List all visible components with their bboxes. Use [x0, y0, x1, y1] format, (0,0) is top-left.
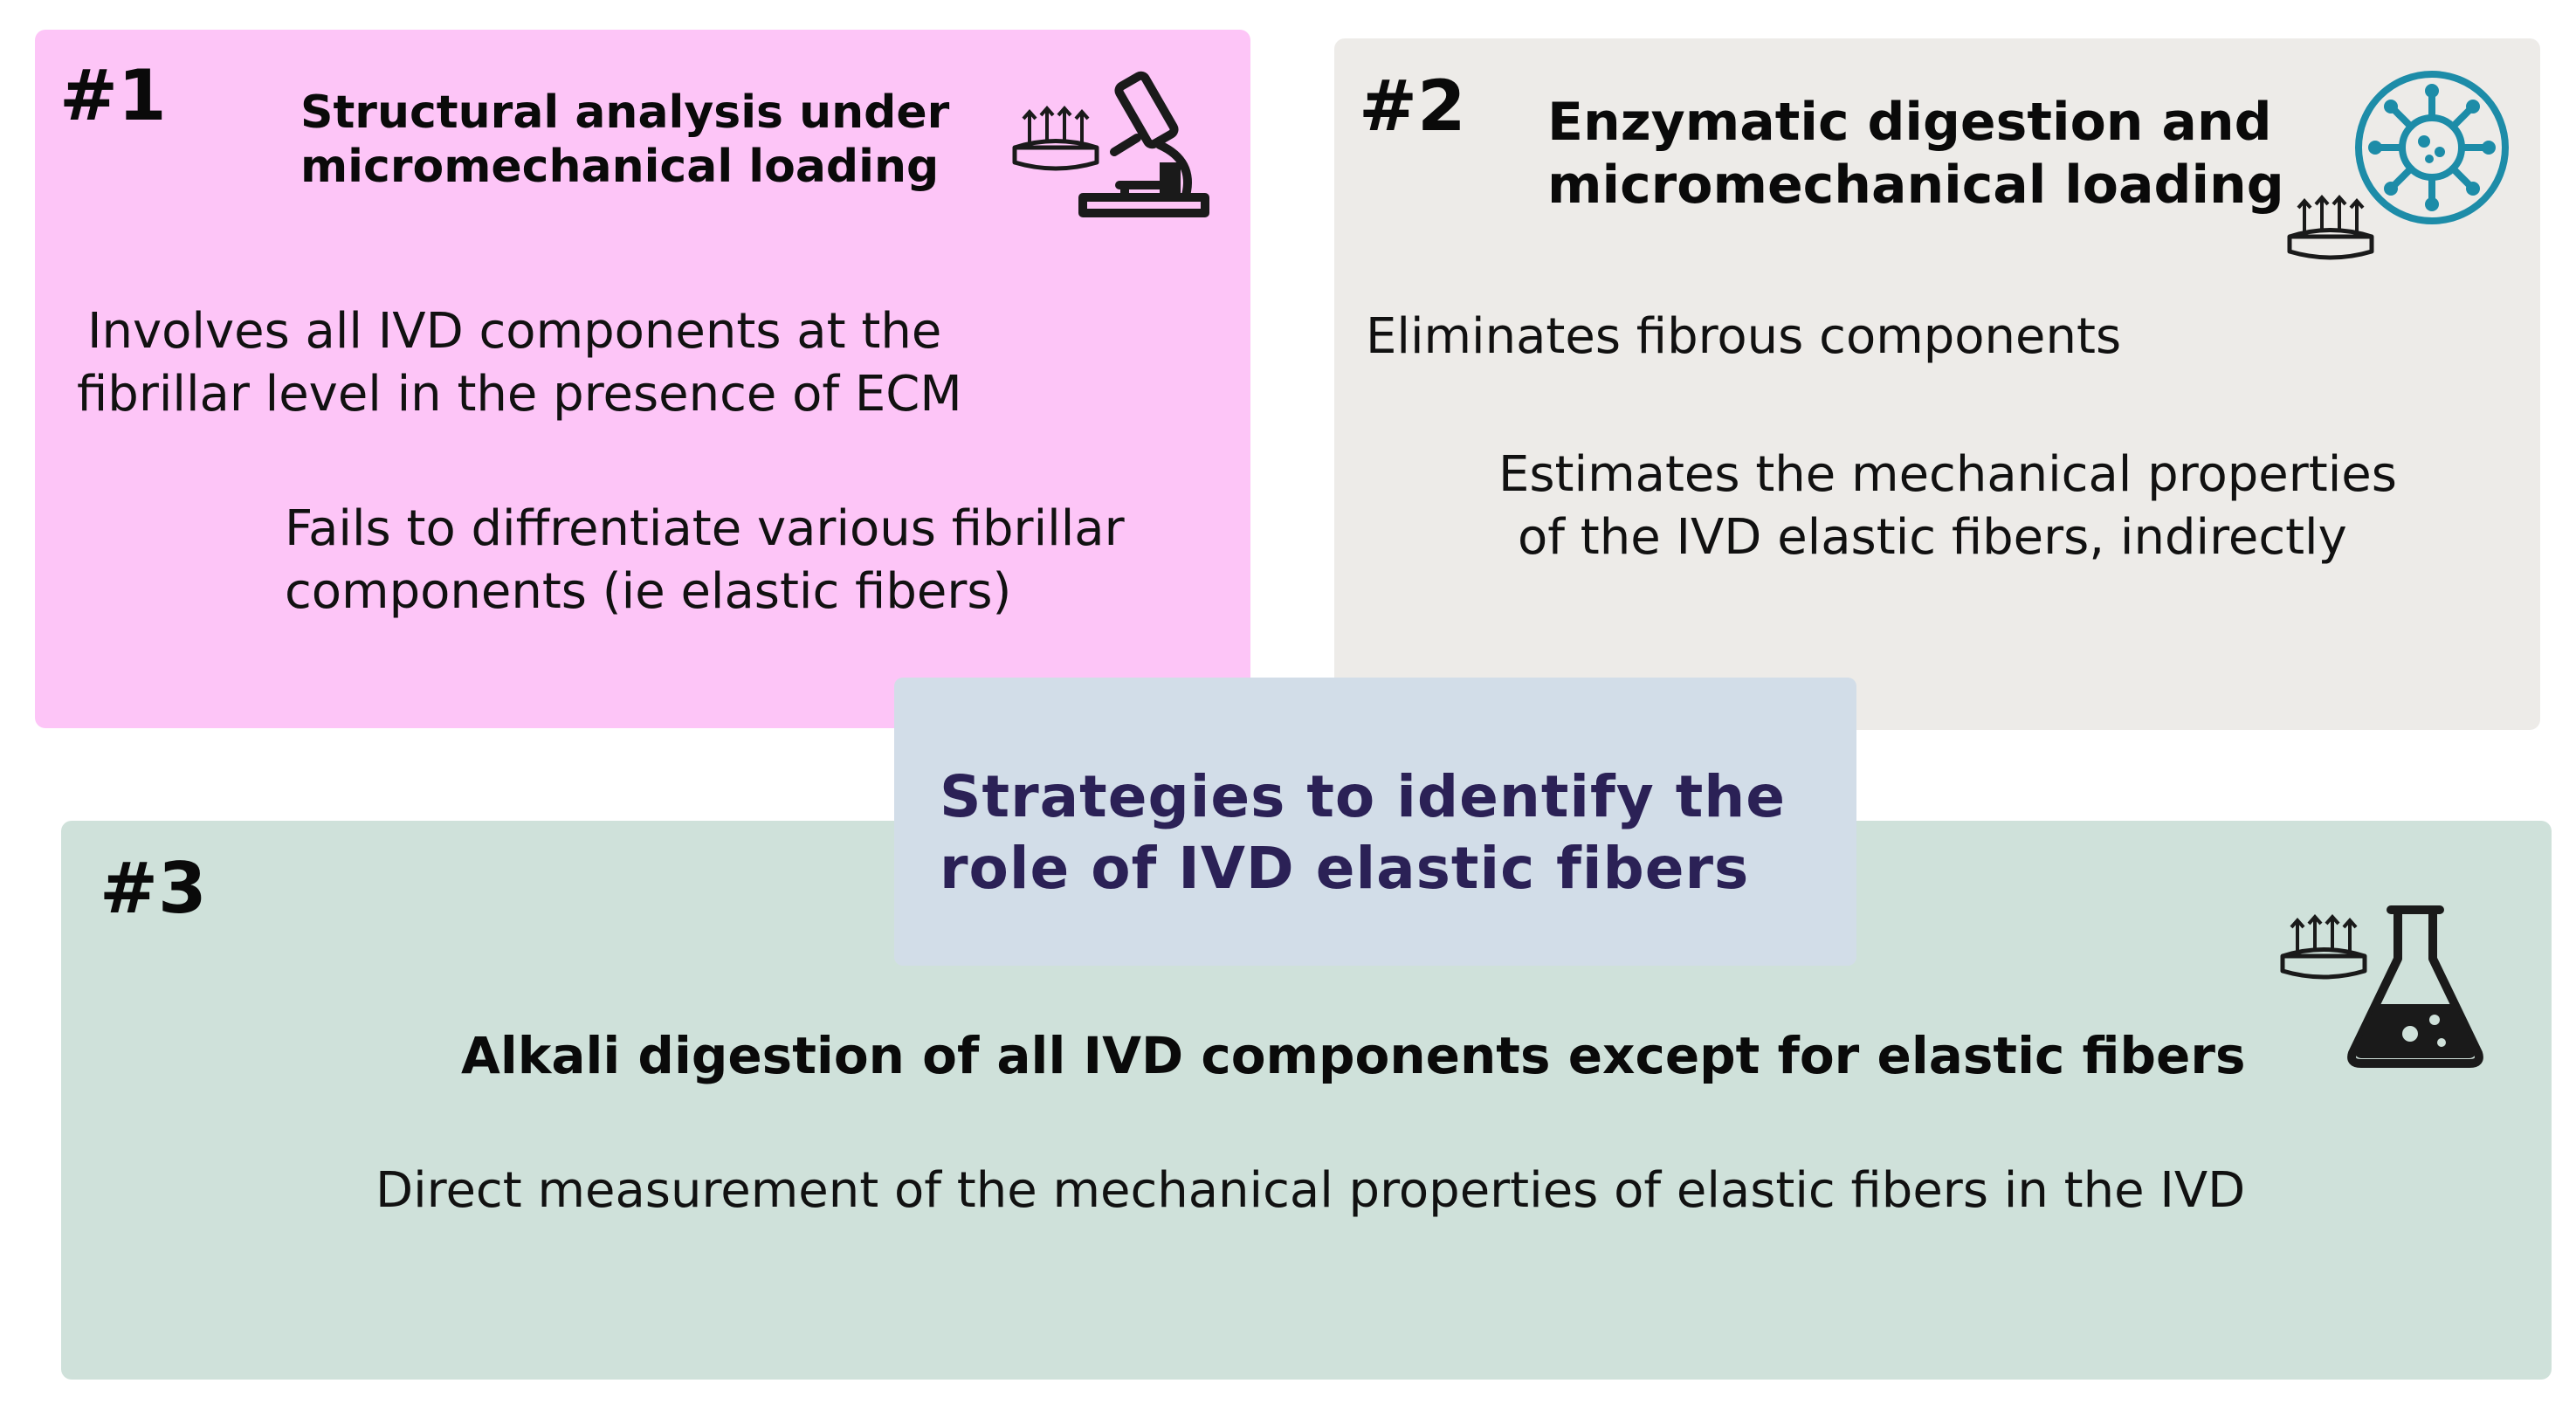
tissue-loading-icon: [2276, 908, 2372, 985]
card-title: Structural analysis under micromechanica…: [300, 86, 950, 193]
card-point: Eliminates fibrous components: [1366, 308, 2122, 365]
microscope-icon: [1064, 65, 1221, 222]
flask-icon: [2337, 898, 2494, 1072]
tissue-loading-icon: [1008, 100, 1104, 176]
card-title: Alkali digestion of all IVD components e…: [461, 1026, 2246, 1085]
card-number: #2: [1359, 65, 1466, 147]
card-point: Direct measurement of the mechanical pro…: [375, 1162, 2246, 1219]
strategy-card-1: #1 Structural analysis under micromechan…: [35, 30, 1250, 728]
card-number: #1: [59, 55, 167, 136]
central-topic-title: Strategies to identify the role of IVD e…: [940, 763, 1787, 902]
tissue-loading-icon: [2283, 189, 2379, 265]
card-point: Estimates the mechanical properties of t…: [1498, 446, 2397, 566]
virus-icon: [2349, 65, 2515, 231]
card-number: #3: [100, 848, 207, 929]
card-point: Involves all IVD components at the fibri…: [77, 303, 962, 423]
card-point: Fails to diffrentiate various fibrillar …: [285, 500, 1125, 620]
card-title: Enzymatic digestion and micromechanical …: [1547, 92, 2284, 216]
strategy-card-2: #2 Enzymatic digestion and micromechanic…: [1334, 38, 2540, 730]
central-topic-box: Strategies to identify the role of IVD e…: [894, 678, 1856, 966]
